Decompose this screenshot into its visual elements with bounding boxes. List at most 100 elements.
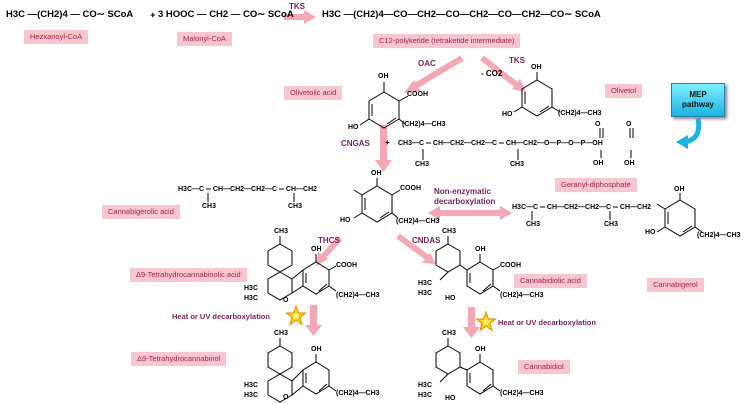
atom-h3c: H3C: [418, 280, 433, 287]
atom-oh: OH: [531, 64, 542, 71]
atom-plus: +: [385, 138, 390, 147]
atom-h3c: H3C: [244, 392, 259, 399]
enzyme-tks: TKS: [509, 56, 525, 65]
atom-oh: OH: [371, 170, 382, 177]
label-thca: Δ9-Tetrahydrocannabinolic acid: [130, 268, 247, 282]
gpp-chain: CH3—C ═ CH—CH2—CH2—C ═ CH—CH2—O—P—O—P—OH: [398, 140, 603, 147]
atom-h3c: H3C: [244, 382, 259, 389]
mep-pathway-box: MEP pathway: [671, 83, 725, 117]
atom-cooh: COOH: [400, 185, 421, 192]
ring-cbd-top: [435, 345, 461, 375]
enzyme-oac: OAC: [418, 59, 436, 68]
sun-icon-left: [285, 304, 307, 326]
atom-chain: (CH2)4—CH3: [558, 110, 602, 117]
atom-oh: OH: [624, 160, 635, 167]
atom-chain: (CH2)4—CH3: [697, 232, 741, 239]
ring-thca-top: [267, 243, 293, 273]
atom-ho: HO: [502, 111, 513, 118]
atom-ch3: CH3: [202, 203, 217, 210]
label-polyketide: C12-polyketide (tetraketide intermediate…: [373, 34, 521, 48]
atom-ch3: CH3: [526, 221, 541, 228]
atom-oh: OH: [378, 73, 389, 80]
sun-icon-right: [475, 310, 497, 332]
hexanoyl-formula: H3C —(CH2)4 — CO∼ SCoA: [6, 9, 134, 20]
ring-thc-arom: [302, 361, 330, 395]
label-cannabigerol: Cannabigerol: [647, 278, 704, 292]
atom-ho: HO: [340, 217, 351, 224]
ring-thca-mid: [267, 271, 293, 301]
enzyme-cngas: CNGAS: [341, 139, 370, 148]
atom-ho: HO: [445, 395, 456, 402]
atom-o: O: [626, 121, 632, 128]
atom-cooh: COOH: [407, 91, 428, 98]
atom-chain: (CH2)4—CH3: [500, 390, 544, 397]
atom-chain: (CH2)4—CH3: [396, 218, 440, 225]
malonyl-formula: 3 HOOC — CH2 — CO∼ SCoA: [158, 9, 294, 20]
ring-thc-top: [267, 345, 293, 375]
heat-uv-left: Heat or UV decarboxylation: [172, 312, 270, 321]
atom-chain: (CH2)4—CH3: [336, 292, 380, 299]
heat-uv-right: Heat or UV decarboxylation: [498, 318, 596, 327]
arrow-cngas: [375, 125, 392, 172]
atom-h3c: H3C: [244, 295, 259, 302]
atom-ch3: CH3: [415, 161, 430, 168]
label-olivetolic-acid: Olivetolic acid: [284, 86, 343, 100]
arrow-heat-left: [305, 305, 322, 336]
label-malonyl-coa: Malonyl-CoA: [177, 32, 232, 46]
arrow-heat-right: [463, 307, 480, 338]
arrow-non-enzymatic: [428, 206, 512, 220]
atom-ch3: CH3: [274, 228, 289, 235]
plus-sign: +: [150, 10, 156, 21]
atom-cooh: COOH: [500, 262, 521, 269]
label-cbd: Cannabidiol: [518, 360, 570, 374]
atom-ch3: CH3: [274, 330, 289, 337]
atom-chain: (CH2)4—CH3: [336, 390, 380, 397]
arrow-tks-top: [284, 10, 316, 24]
atom-ho: HO: [348, 124, 359, 131]
ring-cbda-arom: [466, 261, 494, 295]
arrow-thcs: [316, 235, 343, 266]
arrow-mep: [676, 117, 702, 149]
ring-cannabigerol: [664, 199, 696, 237]
ring-cbd-arom: [466, 361, 494, 395]
atom-o: O: [595, 121, 601, 128]
atom-oh: OH: [593, 160, 604, 167]
ring-cannabigerolic-acid: [361, 185, 393, 223]
atom-ch3: CH3: [510, 161, 525, 168]
atom-o: O: [283, 297, 289, 304]
label-thc: Δ9-Tetrahydrocannabinol: [131, 352, 227, 366]
atom-oh: OH: [475, 346, 486, 353]
atom-ch3: CH3: [442, 330, 457, 337]
atom-ho: HO: [645, 229, 656, 236]
cbg-chain: H3C—C ═ CH—CH2—CH2—C ═ CH—CH2: [512, 204, 652, 211]
enzyme-cndas: CNDAS: [412, 236, 441, 245]
atom-ho: HO: [445, 295, 456, 302]
atom-chain: (CH2)4—CH3: [402, 121, 446, 128]
ring-thca-arom: [302, 261, 330, 295]
atom-oh: OH: [674, 186, 685, 193]
arrow-oac: [404, 55, 464, 93]
label-olivetol: Olivetol: [605, 84, 643, 98]
ring-cbda-top: [435, 243, 461, 273]
atom-ch3: CH3: [442, 228, 457, 235]
cbga-chain: H3C—C ═ CH—CH2—CH2—C ═ CH—CH2: [178, 186, 318, 193]
label-cbda: Cannabidiolic acid: [514, 274, 587, 288]
ring-olivetol: [521, 79, 553, 117]
atom-h3c: H3C: [418, 382, 433, 389]
enzyme-thcs: THCS: [318, 236, 340, 245]
non-enzymatic-line2: decarboxylation: [434, 197, 496, 206]
atom-h3c: H3C: [418, 290, 433, 297]
atom-chain: (CH2)4—CH3: [500, 292, 544, 299]
label-cannabigerolic-acid: Cannabigerolic acid: [102, 205, 180, 219]
atom-o: O: [283, 394, 289, 401]
atom-ch3: CH3: [604, 221, 619, 228]
label-hexanoyl-coa: Hezxanoyl-CoA: [24, 30, 89, 44]
atom-h3c: H3C: [418, 392, 433, 399]
atom-ch3: CH3: [288, 203, 303, 210]
mep-line1: MEP: [689, 90, 707, 99]
mep-line2: pathway: [681, 100, 714, 109]
atom-oh: OH: [311, 246, 322, 253]
ring-olivetolic-acid: [368, 91, 400, 129]
